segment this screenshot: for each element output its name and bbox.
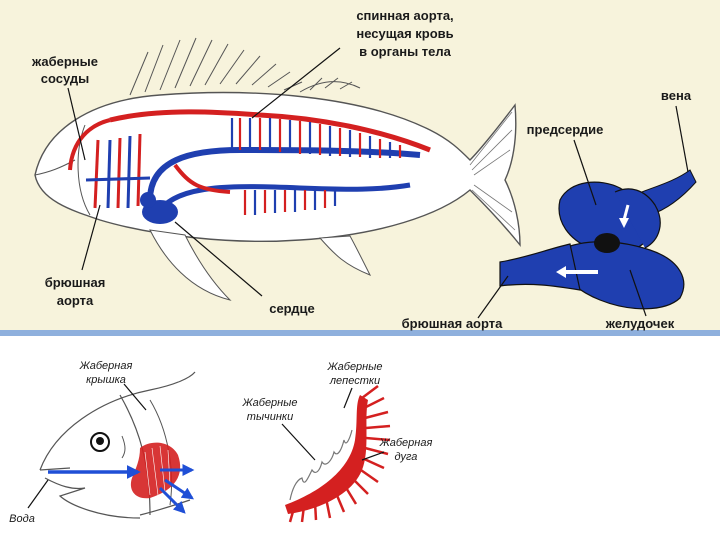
heart-ventral-aorta-text: брюшная аорта: [402, 316, 503, 331]
gill-cover-line-1: Жаберная: [79, 360, 133, 372]
heart-text: сердце: [269, 301, 315, 316]
dorsal-aorta-line-3: в органы тела: [359, 44, 452, 59]
gill-filaments-line-1: Жаберные: [327, 361, 383, 373]
water-text: Вода: [9, 513, 35, 525]
vein-text: вена: [661, 88, 692, 103]
gill-vessels-line-1: жаберные: [31, 54, 98, 69]
gill-arch-diagram: [285, 386, 390, 522]
dorsal-aorta-line-1: спинная аорта,: [356, 8, 453, 23]
fish-head-gill-diagram: [40, 372, 195, 518]
gill-arch: [285, 395, 368, 514]
ventricle-text: желудочек: [605, 316, 675, 331]
label-gill-filaments: Жаберные лепестки: [327, 361, 383, 408]
label-gill-cover: Жаберная крышка: [79, 360, 146, 410]
gill-rakers-line-2: тычинки: [247, 411, 293, 423]
label-water: Вода: [9, 480, 48, 525]
gill-rakers-line-1: Жаберные: [242, 397, 298, 409]
gill-arch-line-2: дуга: [395, 451, 418, 463]
dorsal-aorta-line-2: несущая кровь: [356, 26, 453, 41]
gill-filaments-line-2: лепестки: [329, 375, 380, 387]
ventral-aorta-line-2: аорта: [57, 293, 94, 308]
fish-head-outline: [40, 372, 195, 518]
label-gill-rakers: Жаберные тычинки: [242, 397, 315, 460]
gill-cover-line-2: крышка: [86, 374, 126, 386]
gill-arch-line-1: Жаберная: [379, 437, 433, 449]
ventral-aorta-line-1: брюшная: [45, 275, 106, 290]
gill-vessels-line-2: сосуды: [41, 71, 90, 86]
atrium-text: предсердие: [527, 122, 604, 137]
